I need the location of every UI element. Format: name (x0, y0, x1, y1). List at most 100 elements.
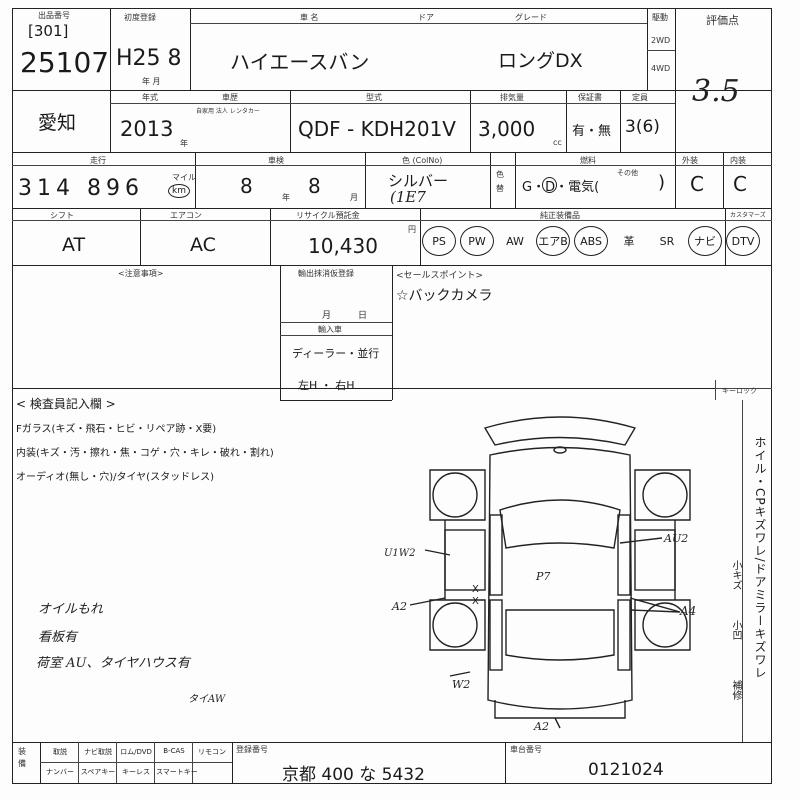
ac-value: AC (190, 234, 216, 256)
recall-day: 日 (358, 311, 368, 321)
interior-value: C (733, 172, 747, 196)
side-small-3: 補修 (730, 680, 741, 700)
inspection-month-unit: 月 (350, 193, 358, 202)
equipment-option-5: 革 (623, 235, 635, 248)
cert-label: 保証書 (578, 93, 602, 102)
capacity-value: 3(6) (625, 117, 660, 137)
recycle-unit: 円 (408, 225, 416, 234)
capacity-label: 定員 (632, 93, 648, 102)
recycle-label: リサイクル預託金 (296, 211, 360, 220)
equipment-option-3: エアB (536, 226, 570, 256)
mark-x2: X (472, 596, 479, 607)
footer-equip-top-2: ロム/DVD (120, 748, 152, 756)
chassis-label: 車台番号 (510, 745, 542, 754)
door-label: ドア (418, 13, 434, 22)
fuel-value: G・D・電気( (522, 180, 600, 195)
fuel-label: 燃料 (580, 156, 596, 165)
plate-value: 京都 400 な 5432 (282, 765, 425, 785)
footer-equip-bottom-3: スマートキー (156, 768, 198, 776)
interior-line: 内装(キズ・汚・擦れ・焦・コゲ・穴・キレ・破れ・割れ) (16, 448, 274, 459)
equipment-option-7: ナビ (688, 226, 722, 256)
note-1: オイルもれ (38, 602, 104, 617)
equipment-option-6: SR (659, 234, 675, 248)
color-value: シルバー (388, 172, 449, 190)
exterior-label: 外装 (682, 156, 698, 165)
equipment-option-2: AW (506, 234, 524, 248)
footer-equip-top-0: 取説 (53, 748, 67, 756)
exterior-value: C (690, 172, 704, 196)
side-small-2: 小凹 (730, 620, 741, 640)
footer-equip-row2: ナンバースペアキーキーレススマートキー (40, 764, 232, 781)
footer-equip-bottom-0: ナンバー (46, 768, 74, 776)
car-diagram (409, 416, 691, 729)
note-3: 荷室 AU、タイヤハウス有 (36, 656, 190, 671)
mark-w2: W2 (452, 678, 471, 691)
color-change-label: 色替 (496, 170, 504, 193)
cc-unit: cc (553, 138, 562, 147)
year-label: 年式 (142, 93, 158, 102)
color-label: 色 (ColNo) (402, 156, 443, 165)
footer-equip-bottom-2: キーレス (122, 768, 150, 776)
cc-label: 排気量 (500, 93, 524, 102)
audio-line: オーディオ(無し・穴)/タイヤ(スタッドレス) (16, 472, 214, 483)
mark-x1: X (472, 584, 479, 595)
inspection-year-unit: 年 (282, 193, 290, 202)
interior-label: 内装 (730, 156, 746, 165)
fuel-other-label: その他 (617, 169, 638, 177)
recall-label: 輸出抹消仮登録 (298, 269, 354, 278)
cert-value: 有・無 (572, 124, 612, 139)
equip-label: 純正装備品 (540, 211, 580, 220)
mileage-label: 走行 (90, 156, 106, 165)
drive-2wd: 2WD (651, 36, 671, 45)
import-value: ディーラー・並行 (292, 347, 380, 360)
first-reg-label: 初度登録 (124, 13, 156, 22)
inspection-month-value: 8 (240, 174, 253, 198)
history-label: 車歴 (222, 93, 238, 102)
mark-a2-bottom: A2 (534, 720, 549, 733)
footer-equip-bottom-1: スペアキー (80, 768, 116, 776)
hand-drive: 左H ・ 右H (298, 379, 355, 392)
import-label: 輸入車 (318, 325, 342, 334)
mileage-value: 314 896 (18, 176, 144, 201)
grade-value: ロングDX (498, 50, 583, 72)
recycle-value: 10,430 (308, 234, 378, 258)
cc-value: 3,000 (478, 117, 536, 141)
equipment-option-1: PW (460, 226, 494, 256)
mark-p7: P7 (536, 570, 551, 583)
side-small-1: 小キズ (730, 560, 741, 590)
footer-equip-top-3: B-CAS (163, 747, 185, 755)
inspection-label: 車検 (268, 156, 284, 165)
inspection-title: < 検査員記入欄 > (16, 397, 116, 411)
fuel-close: ) (658, 172, 666, 193)
equipment-option-4: ABS (574, 226, 608, 256)
mark-au2: AU2 (664, 532, 689, 545)
recall-month: 月 (322, 311, 332, 321)
footer-equip-label: 装備 (18, 747, 26, 768)
type-label: 型式 (366, 93, 382, 102)
history-options: 自家用 法人 レンタカー (196, 108, 260, 115)
ac-label: エアコン (170, 211, 202, 220)
equipment-option-0: PS (422, 226, 456, 256)
mileage-unit-km: km (168, 184, 190, 198)
drive-4wd: 4WD (651, 64, 671, 73)
mark-a4: A4 (680, 604, 697, 618)
mark-a2-left: A2 (392, 600, 407, 613)
lot-label: 出品番号 (38, 11, 70, 20)
footer-equip-top-1: ナビ取説 (84, 748, 112, 756)
grade-label: グレード (515, 13, 547, 22)
plate-label: 登録番号 (236, 745, 268, 754)
lot-code: [301] (28, 22, 69, 40)
glass-line: Fガラス(キズ・飛石・ヒビ・リペア跡・X要) (16, 424, 217, 435)
type-value: QDF - KDH201V (298, 117, 456, 141)
model-label: 車 名 (300, 13, 319, 22)
fuel-d-circle (542, 177, 557, 193)
sales-label: <セールスポイント> (396, 271, 484, 281)
note-4: タイAW (188, 694, 226, 705)
first-reg-value: H25 8 (116, 46, 182, 71)
first-reg-unit: 年 月 (142, 77, 161, 86)
side-wheel-text: ホイル・CPキズワレ/ドアミラーキズワレ (753, 436, 767, 680)
footer-equip-top-4: リモコン (198, 748, 226, 756)
year-value: 2013 (120, 117, 174, 141)
